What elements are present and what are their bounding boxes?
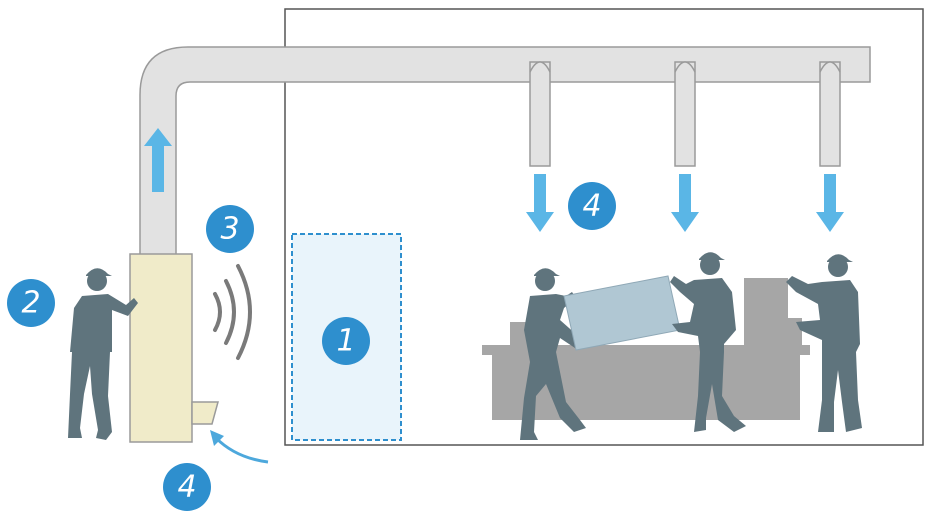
air-intake <box>191 401 219 425</box>
badge-noise: 3 <box>206 205 254 253</box>
drop-duct-3 <box>819 61 841 167</box>
curved-arrow-icon <box>210 430 269 464</box>
down-arrow-icon <box>526 174 554 232</box>
svg-text:4: 4 <box>177 470 196 505</box>
sound-wave-icon <box>213 264 252 360</box>
up-arrow-icon <box>144 128 172 192</box>
badge-supply-hood: 4 <box>568 182 616 230</box>
svg-text:2: 2 <box>21 286 40 321</box>
room-outline <box>284 8 924 446</box>
badge-intake: 4 <box>163 463 211 511</box>
drop-duct-1 <box>529 61 551 167</box>
main-duct <box>139 46 871 256</box>
person-icon <box>670 252 746 432</box>
glass-panel <box>563 275 681 351</box>
svg-text:4: 4 <box>582 189 601 224</box>
person-icon <box>68 268 138 440</box>
svg-text:1: 1 <box>336 324 355 359</box>
air-unit <box>129 253 193 443</box>
down-arrow-icon <box>816 174 844 232</box>
drop-duct-2 <box>674 61 696 167</box>
badge-operator: 2 <box>7 279 55 327</box>
person-icon <box>520 268 586 440</box>
down-arrow-icon <box>671 174 699 232</box>
person-icon <box>786 254 862 432</box>
badge-zone: 1 <box>322 317 370 365</box>
svg-text:3: 3 <box>220 212 239 247</box>
